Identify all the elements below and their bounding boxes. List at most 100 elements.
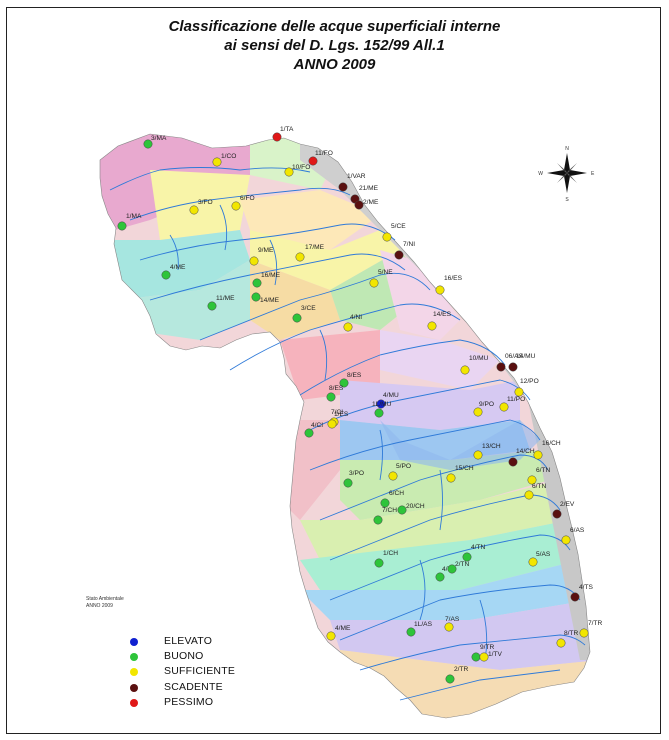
station-marker <box>397 505 407 515</box>
compass-e-label: E <box>591 171 595 177</box>
station-marker <box>308 156 318 166</box>
station-marker <box>556 638 566 648</box>
legend-dot-pessimo <box>130 698 138 707</box>
station-marker <box>471 652 481 662</box>
legend-item-pessimo: PESSIMO <box>130 696 260 711</box>
station-label: 16/CH <box>542 440 561 447</box>
station-marker <box>528 557 538 567</box>
station-marker <box>272 132 282 142</box>
station-label: 4/ME <box>335 625 351 632</box>
station-label: 9/TR <box>480 644 495 651</box>
note-line2: ANNO 2009 <box>86 603 113 609</box>
station-marker <box>435 572 445 582</box>
station-label: 12/PO <box>520 378 539 385</box>
legend-item-elevato: ELEVATO <box>130 635 260 650</box>
station-marker <box>496 362 506 372</box>
station-label: 6/TN <box>532 483 547 490</box>
station-label: 2/TN <box>455 561 470 568</box>
station-label: 8/ES <box>329 385 344 392</box>
station-marker <box>473 450 483 460</box>
legend-item-scadente: SCADENTE <box>130 681 260 696</box>
station-marker <box>354 200 364 210</box>
station-label: 5/AS <box>536 551 551 558</box>
station-label: 5/PO <box>396 463 411 470</box>
station-marker <box>292 313 302 323</box>
station-label: 14/MU <box>516 353 536 360</box>
station-marker <box>117 221 127 231</box>
station-marker <box>251 292 261 302</box>
station-marker <box>435 285 445 295</box>
station-marker <box>533 450 543 460</box>
station-label: 1L/AS <box>414 621 433 628</box>
station-marker <box>561 535 571 545</box>
station-marker <box>376 399 386 409</box>
station-label: 4/ME <box>170 264 186 271</box>
station-label: 4/TN <box>471 544 486 551</box>
station-label: 16/ME <box>261 272 281 279</box>
rivers <box>109 167 586 701</box>
station-marker <box>207 301 217 311</box>
station-label: 4/MU <box>383 392 399 399</box>
station-marker <box>388 471 398 481</box>
station-marker <box>212 157 222 167</box>
station-marker <box>382 232 392 242</box>
station-marker <box>373 515 383 525</box>
station-marker <box>326 392 336 402</box>
station-marker <box>460 365 470 375</box>
station-label: 11/FO <box>315 150 333 157</box>
legend-item-buono: BUONO <box>130 650 260 665</box>
station-label: 7/CH <box>382 507 397 514</box>
legend-dot-scadente <box>130 683 138 692</box>
station-label: 14/ES <box>433 311 452 318</box>
station-label: 14/CH <box>516 448 535 455</box>
station-marker <box>508 457 518 467</box>
station-label: 6/CH <box>389 490 404 497</box>
legend-label-sufficiente: SUFFICIENTE <box>164 665 236 678</box>
station-label: 1/ES <box>334 411 349 418</box>
station-marker <box>304 428 314 438</box>
station-marker <box>462 552 472 562</box>
station-label: 7/AS <box>445 616 460 623</box>
compass-n-label: N <box>565 146 569 152</box>
station-label: 3/FO <box>198 199 213 206</box>
station-label: 6/TN <box>536 467 551 474</box>
station-marker <box>527 475 537 485</box>
station-label: 11/ME <box>216 295 235 302</box>
station-marker <box>374 558 384 568</box>
station-label: 2/TR <box>454 666 469 673</box>
station-marker <box>473 407 483 417</box>
station-label: 10/FO <box>292 164 310 171</box>
station-marker <box>446 473 456 483</box>
station-marker <box>570 592 580 602</box>
station-marker <box>143 139 153 149</box>
station-marker <box>252 278 262 288</box>
station-marker <box>284 167 294 177</box>
station-label: 7/NI <box>403 241 415 248</box>
station-label: 4/NI <box>350 314 362 321</box>
compass-rose: N S E W <box>538 146 595 203</box>
station-marker <box>427 321 437 331</box>
station-label: 1/CO <box>221 153 236 160</box>
map-title-line1: Classificazione delle acque superficiali… <box>168 18 501 35</box>
legend-label-scadente: SCADENTE <box>164 680 223 693</box>
station-marker <box>479 652 489 662</box>
legend-item-sufficiente: SUFFICIENTE <box>130 665 260 680</box>
station-label: 8/TR <box>564 630 579 637</box>
station-marker <box>374 408 384 418</box>
station-label: 10/MU <box>469 355 489 362</box>
station-marker <box>394 250 404 260</box>
station-marker <box>380 498 390 508</box>
station-marker <box>444 622 454 632</box>
station-marker <box>369 278 379 288</box>
station-label: 1/CH <box>383 550 398 557</box>
legend-label-buono: BUONO <box>164 650 204 663</box>
legend-dot-elevato <box>130 638 138 646</box>
station-marker <box>524 490 534 500</box>
station-label: 7/CI <box>331 409 343 416</box>
legend-dot-sufficiente <box>130 668 138 677</box>
station-label: 1/TV <box>488 651 503 658</box>
legend-label-pessimo: PESSIMO <box>164 695 214 708</box>
compass-s-label: S <box>565 197 569 203</box>
note-line1: Stato Ambientale <box>86 596 124 602</box>
station-label: 21/ME <box>359 185 379 192</box>
